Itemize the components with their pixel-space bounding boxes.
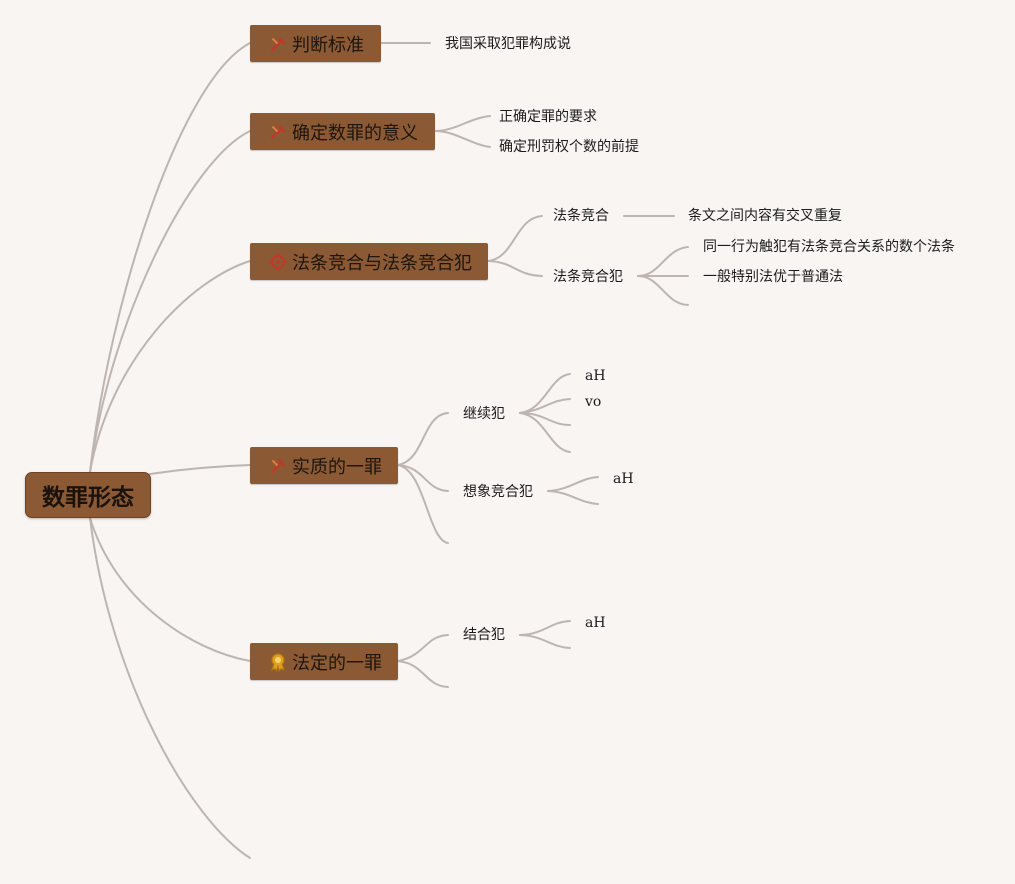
root-label: 数罪形态	[42, 485, 134, 511]
tools-icon	[268, 456, 288, 476]
connector-b4-sub1-leaf2	[519, 398, 571, 414]
subtopic-node[interactable]: 想象竞合犯	[463, 484, 533, 500]
tools-icon	[268, 122, 288, 142]
root-node[interactable]: 数罪形态	[25, 472, 151, 518]
leaf-node[interactable]: 我国采取犯罪构成说	[445, 36, 571, 52]
connector-b5-sub2	[397, 660, 449, 688]
leaf-node[interactable]: aH	[585, 615, 606, 631]
branch-node-statutory-one-crime[interactable]: 法定的一罪	[250, 643, 398, 680]
gear-warning-icon	[268, 252, 288, 272]
connector-b2-leaf1	[434, 115, 491, 132]
branch-label: 法条竞合与法条竞合犯	[292, 252, 472, 274]
branch-node-significance[interactable]: 确定数罪的意义	[250, 113, 435, 150]
connector-b4-sub2-leaf1	[547, 476, 599, 492]
branch-node-judgment-criteria[interactable]: 判断标准	[250, 25, 381, 62]
connector-root-b3	[89, 260, 251, 473]
subtopic-node[interactable]: 继续犯	[463, 406, 505, 422]
connector-b4-sub1	[397, 412, 449, 466]
branch-node-substantive-one-crime[interactable]: 实质的一罪	[250, 447, 398, 484]
connector-b4-sub2	[397, 464, 449, 492]
connector-b5-sub1	[397, 634, 449, 662]
connector-b5-sub1-leaf2	[519, 634, 571, 649]
branch-label: 法定的一罪	[292, 652, 382, 674]
connector-b5-sub1-leaf1	[519, 620, 571, 636]
connector-root-b4	[149, 464, 251, 475]
connector-b4-sub1-leaf1	[519, 373, 571, 414]
connector-b2-leaf2	[434, 130, 491, 148]
leaf-node[interactable]: 正确定罪的要求	[499, 109, 597, 125]
connector-root-b2	[89, 130, 251, 473]
connector-b3-sub2	[487, 260, 543, 277]
subtopic-node[interactable]: 结合犯	[463, 627, 505, 643]
subtopic-node[interactable]: 法条竞合犯	[553, 269, 623, 285]
connector-root-b5	[89, 517, 251, 662]
subtopic-node[interactable]: 法条竞合	[553, 208, 609, 224]
leaf-node[interactable]: 一般特别法优于普通法	[703, 269, 843, 285]
branch-label: 实质的一罪	[292, 456, 382, 478]
connector-b4-sub2-leaf2	[547, 490, 599, 505]
branch-label: 判断标准	[292, 34, 364, 56]
connector-b3-sub1	[487, 215, 543, 262]
connector-root-b1	[89, 42, 251, 473]
award-medal-icon	[268, 652, 288, 672]
branch-label: 确定数罪的意义	[292, 122, 418, 144]
leaf-node[interactable]: vo	[585, 394, 602, 410]
leaf-node[interactable]: aH	[585, 368, 606, 384]
connector-b4-sub3	[397, 464, 449, 544]
connector-b3-sub2-leaf3	[637, 275, 689, 306]
leaf-node[interactable]: aH	[613, 471, 634, 487]
leaf-node[interactable]: 条文之间内容有交叉重复	[688, 208, 842, 224]
connector-b4-sub1-leaf4	[519, 412, 571, 453]
connector-root-end	[89, 517, 251, 859]
connector-b3-sub2-leaf1	[637, 246, 689, 277]
leaf-node[interactable]: 确定刑罚权个数的前提	[499, 139, 639, 155]
branch-node-statute-competition[interactable]: 法条竞合与法条竞合犯	[250, 243, 488, 280]
tools-icon	[268, 34, 288, 54]
leaf-node[interactable]: 同一行为触犯有法条竞合关系的数个法条	[703, 239, 955, 255]
